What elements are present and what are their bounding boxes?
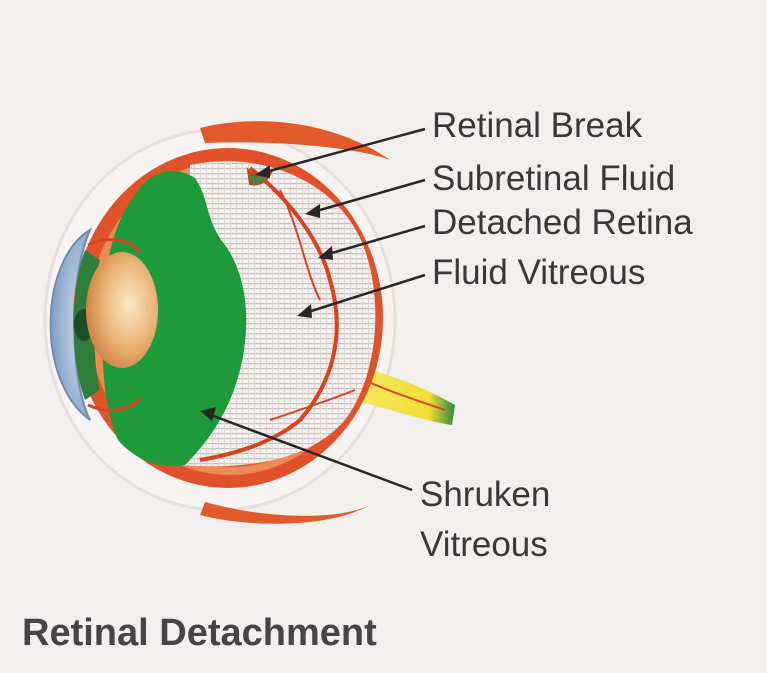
arrowhead-retinal-break [255,165,270,178]
arrowhead-fluid-vitreous [297,304,312,318]
label-subretinal-fluid: Subretinal Fluid [432,159,676,198]
leader-subretinal-fluid [312,178,426,214]
leader-fluid-vitreous [304,273,426,315]
retinal-vessel [279,189,321,301]
ciliary-body-bottom [87,396,142,412]
leader-shrunken-vitreous [207,412,413,492]
label-retinal-break: Retinal Break [432,106,643,145]
label-shrunken-vitreous-line2: Vitreous [420,525,548,564]
shrunken-vitreous [102,171,247,467]
label-detached-retina: Detached Retina [432,203,693,242]
arrowhead-shrunken-vitreous [200,407,216,421]
label-shrunken-vitreous-line1: Shruken [420,475,551,514]
ciliary-body-top [87,238,142,254]
lens [86,252,158,368]
detached-retina [199,166,339,462]
upper-eyelid-muscle [200,121,390,160]
diagram-title: Retinal Detachment [22,612,377,654]
leader-detached-retina [324,224,426,257]
label-fluid-vitreous: Fluid Vitreous [432,253,646,292]
retinal-vessel-2 [269,389,356,421]
lower-eyelid-muscle [200,502,370,524]
leader-retinal-break [261,127,426,175]
arrowhead-detached-retina [318,246,333,260]
leader-lines [200,127,426,492]
arrowhead-subretinal-fluid [305,204,320,218]
